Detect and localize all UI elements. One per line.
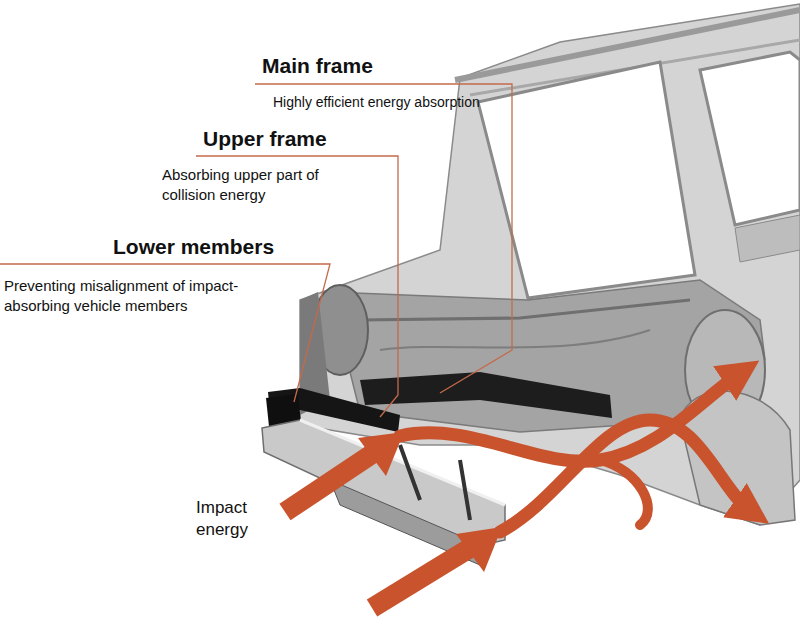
part-name: Main frame	[262, 52, 373, 79]
energy-flow	[500, 420, 752, 532]
part-name: Upper frame	[203, 125, 327, 152]
impact-arrowhead	[456, 527, 502, 572]
part-description: Preventing misalignment of impact-absorb…	[4, 276, 254, 315]
pillar	[735, 215, 800, 262]
energy-flow	[600, 460, 648, 525]
impact-arrow	[372, 548, 470, 608]
cowl-panel	[360, 300, 690, 320]
leader-line	[0, 264, 330, 402]
bay-detail	[380, 330, 650, 350]
bracket	[400, 445, 470, 520]
part-description: Highly efficient energy absorption	[273, 93, 480, 111]
part-description: Absorbing upper part of collision energy	[162, 165, 347, 204]
impact-arrow	[285, 454, 372, 512]
energy-flow	[400, 372, 742, 461]
impact-arrowhead	[358, 432, 404, 476]
arrow-label: Impact energy	[196, 497, 266, 541]
body-shell	[300, 4, 800, 525]
windshield-opening	[478, 62, 695, 298]
part-name: Lower members	[113, 233, 274, 260]
side-window-opening	[700, 52, 800, 225]
